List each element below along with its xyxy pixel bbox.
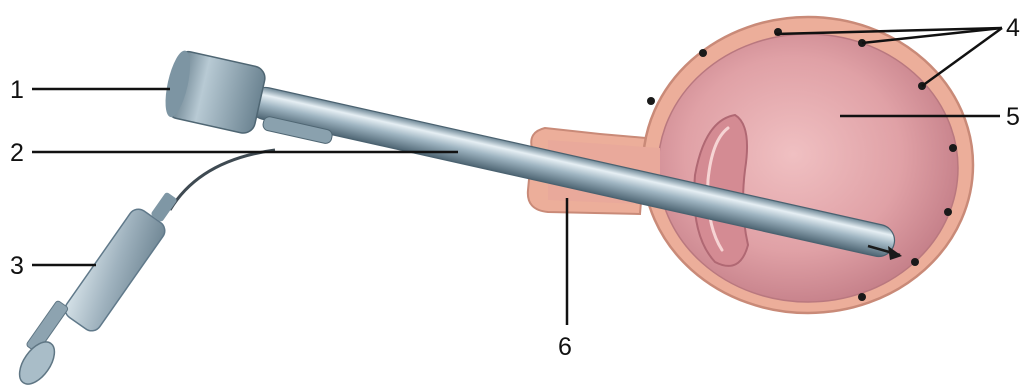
- label-1: 1: [10, 76, 24, 104]
- label-2: 2: [10, 139, 24, 167]
- label-5: 5: [1006, 103, 1020, 131]
- label-6: 6: [558, 333, 572, 361]
- wall-dot: [647, 97, 655, 105]
- syringe-barrel: [61, 205, 168, 334]
- wall-dot: [911, 258, 919, 266]
- wall-dot: [949, 144, 957, 152]
- wall-dot: [944, 208, 952, 216]
- wall-dot: [699, 49, 707, 57]
- wall-dot: [858, 293, 866, 301]
- label-3: 3: [10, 252, 24, 280]
- inflation-line: [170, 150, 275, 210]
- leader-line-4c: [922, 28, 1002, 86]
- label-4: 4: [1006, 14, 1020, 42]
- syringe: [13, 150, 275, 390]
